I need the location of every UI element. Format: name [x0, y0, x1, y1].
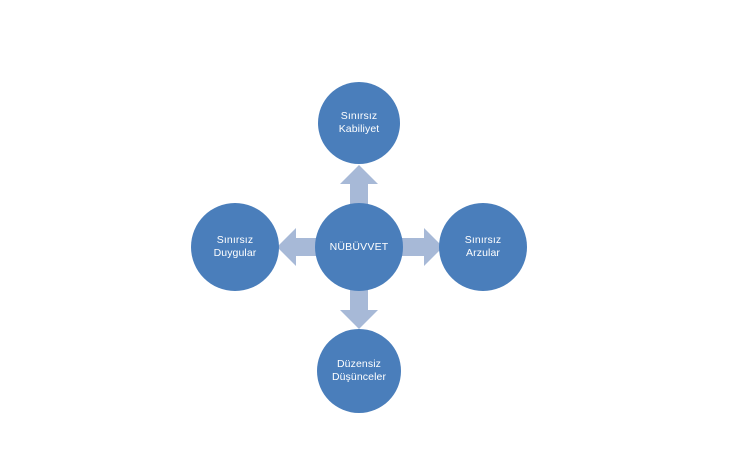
node-label-arzular: Sınırsız Arzular: [464, 234, 502, 259]
node-label-kabiliyet: Sınırsız Kabiliyet: [338, 110, 380, 135]
node-sinirsiz-kabiliyet[interactable]: Sınırsız Kabiliyet: [318, 82, 400, 164]
node-nubuvvet[interactable]: NÜBÜVVET: [315, 203, 403, 291]
arrow-up-icon: [338, 163, 380, 207]
node-sinirsiz-duygular[interactable]: Sınırsız Duygular: [191, 203, 279, 291]
arrow-down-icon: [338, 287, 380, 331]
node-sinirsiz-arzular[interactable]: Sınırsız Arzular: [439, 203, 527, 291]
node-label-duygular: Sınırsız Duygular: [213, 234, 257, 259]
arrow-left-icon: [275, 226, 321, 268]
arrow-right-icon: [399, 226, 445, 268]
node-label-nubuvvet: NÜBÜVVET: [329, 240, 389, 253]
node-duzensiz-dusunceler[interactable]: Düzensiz Düşünceler: [317, 329, 401, 413]
node-label-dusunceler: Düzensiz Düşünceler: [331, 358, 387, 383]
